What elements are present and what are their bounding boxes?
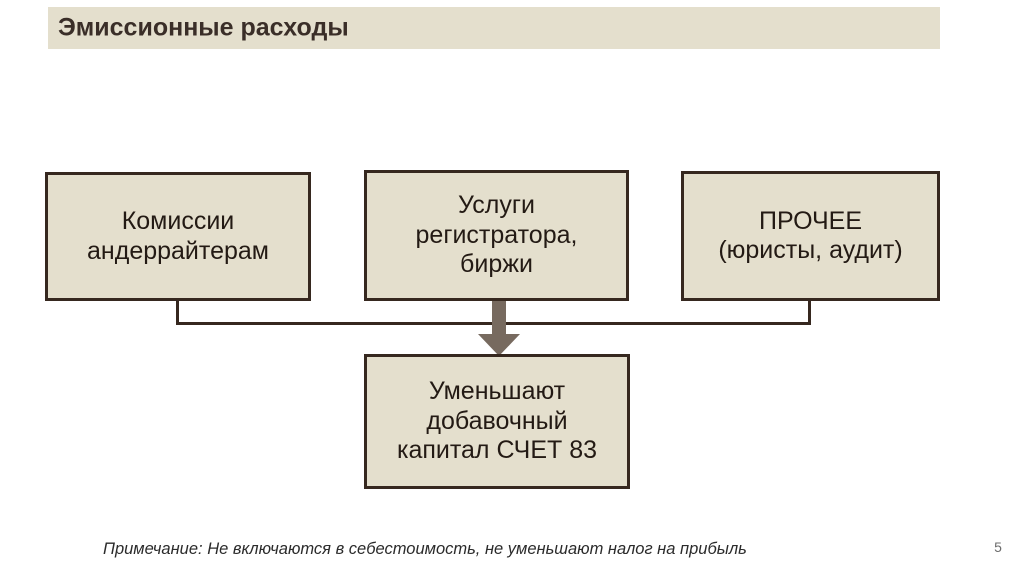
arrow-down-icon [478, 300, 520, 356]
flow-box-registrar-exchange[interactable]: Услуги регистратора, биржи [364, 170, 629, 301]
flow-box-other-legal-audit[interactable]: ПРОЧЕЕ (юристы, аудит) [681, 171, 940, 301]
flow-box-label: Комиссии андеррайтерам [87, 207, 269, 265]
flow-box-underwriter-fees[interactable]: Комиссии андеррайтерам [45, 172, 311, 301]
flow-box-label: Уменьшают добавочный капитал СЧЕТ 83 [396, 377, 598, 465]
flow-box-reduce-additional-capital[interactable]: Уменьшают добавочный капитал СЧЕТ 83 [364, 354, 630, 489]
page-title: Эмиссионные расходы [58, 13, 349, 42]
flow-box-label: ПРОЧЕЕ (юристы, аудит) [718, 206, 903, 265]
slide-number: 5 [994, 539, 1002, 555]
flow-box-label: Услуги регистратора, биржи [415, 191, 578, 279]
connector-line-other-drop [808, 301, 811, 325]
connector-line-underwriter-drop [176, 301, 179, 325]
footer-note: Примечание: Не включаются в себестоимост… [103, 540, 747, 558]
slide-title-bar: Эмиссионные расходы [48, 7, 940, 49]
